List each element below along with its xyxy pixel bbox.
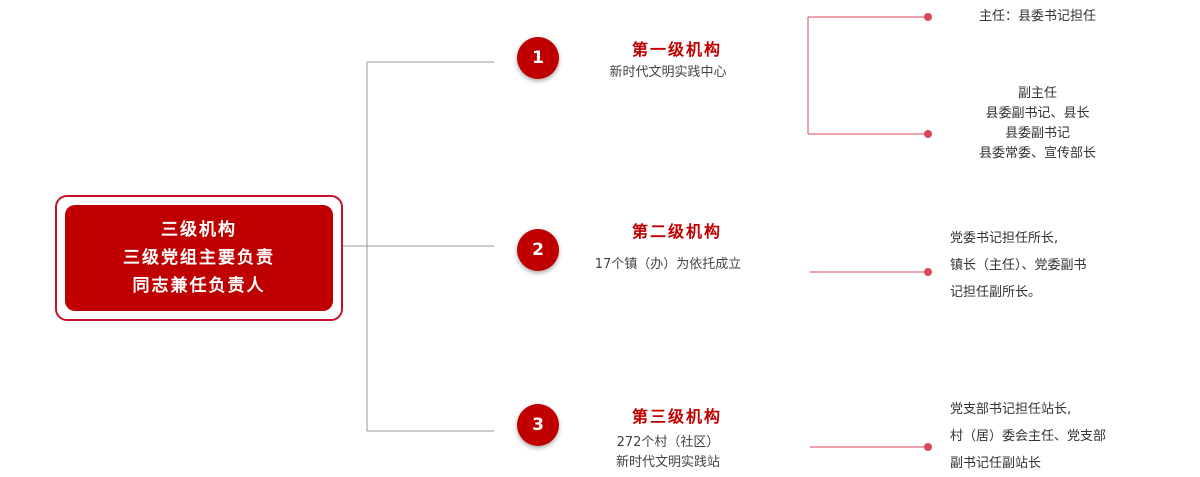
root-node: 三级机构 三级党组主要负责 同志兼任负责人 <box>55 195 343 321</box>
level-2-leaf-dot <box>924 268 932 276</box>
level-3-leaf-line-2: 村（居）委会主任、党支部 <box>950 429 1107 444</box>
root-node-body: 三级机构 三级党组主要负责 同志兼任负责人 <box>65 205 333 311</box>
level-1-leaf-1-dot <box>924 13 932 21</box>
level-1-leaf-2-dot <box>924 130 932 138</box>
level-2-title: 第二级机构 <box>631 222 722 241</box>
level-2-subtitle: 17个镇（办）为依托成立 <box>594 257 742 272</box>
level-1-leaf-2-line-1: 副主任 <box>1017 86 1057 101</box>
level-1-leaf-2-line-4: 县委常委、宣传部长 <box>978 146 1096 161</box>
level-3-subtitle-line-2: 新时代文明实践站 <box>615 455 720 470</box>
level-3-title: 第三级机构 <box>631 407 722 426</box>
level-3-leaf-line-3: 副书记任副站长 <box>950 456 1042 471</box>
root-line-1: 三级机构 <box>161 220 237 240</box>
level-3-leaf: 党支部书记担任站长, 村（居）委会主任、党支部 副书记任副站长 <box>950 396 1170 477</box>
level-1-number-badge: 1 <box>517 37 559 79</box>
root-line-2: 三级党组主要负责 <box>123 248 275 268</box>
level-1-title: 第一级机构 <box>631 40 722 59</box>
level-1-leaf-2-line-3: 县委副书记 <box>1004 126 1070 141</box>
level-1-leaf-2-line-2: 县委副书记、县长 <box>985 106 1090 121</box>
level-3-leaf-line-1: 党支部书记担任站长, <box>950 402 1072 417</box>
level-3-number-badge: 3 <box>517 404 559 446</box>
level-2-number-badge: 2 <box>517 229 559 271</box>
level-3-subtitle-line-1: 272个村（社区） <box>616 435 720 450</box>
level-2-leaf-line-3: 记担任副所长。 <box>950 285 1042 300</box>
root-line-3: 同志兼任负责人 <box>132 276 266 296</box>
level-3-subtitle: 272个村（社区） 新时代文明实践站 <box>568 433 768 473</box>
level-1-leaf-1: 主任：县委书记担任 <box>950 7 1125 27</box>
level-2-leaf: 党委书记担任所长, 镇长（主任）、党委副书 记担任副所长。 <box>950 225 1170 306</box>
level-3-leaf-dot <box>924 443 932 451</box>
level-2-leaf-line-1: 党委书记担任所长, <box>950 231 1059 246</box>
level-2-leaf-line-2: 镇长（主任）、党委副书 <box>950 258 1087 273</box>
level-1-leaf-2: 副主任 县委副书记、县长 县委副书记 县委常委、宣传部长 <box>950 84 1125 164</box>
level-1-leaf-1-line-1: 主任：县委书记担任 <box>978 9 1096 24</box>
level-1-subtitle: 新时代文明实践中心 <box>609 65 727 80</box>
